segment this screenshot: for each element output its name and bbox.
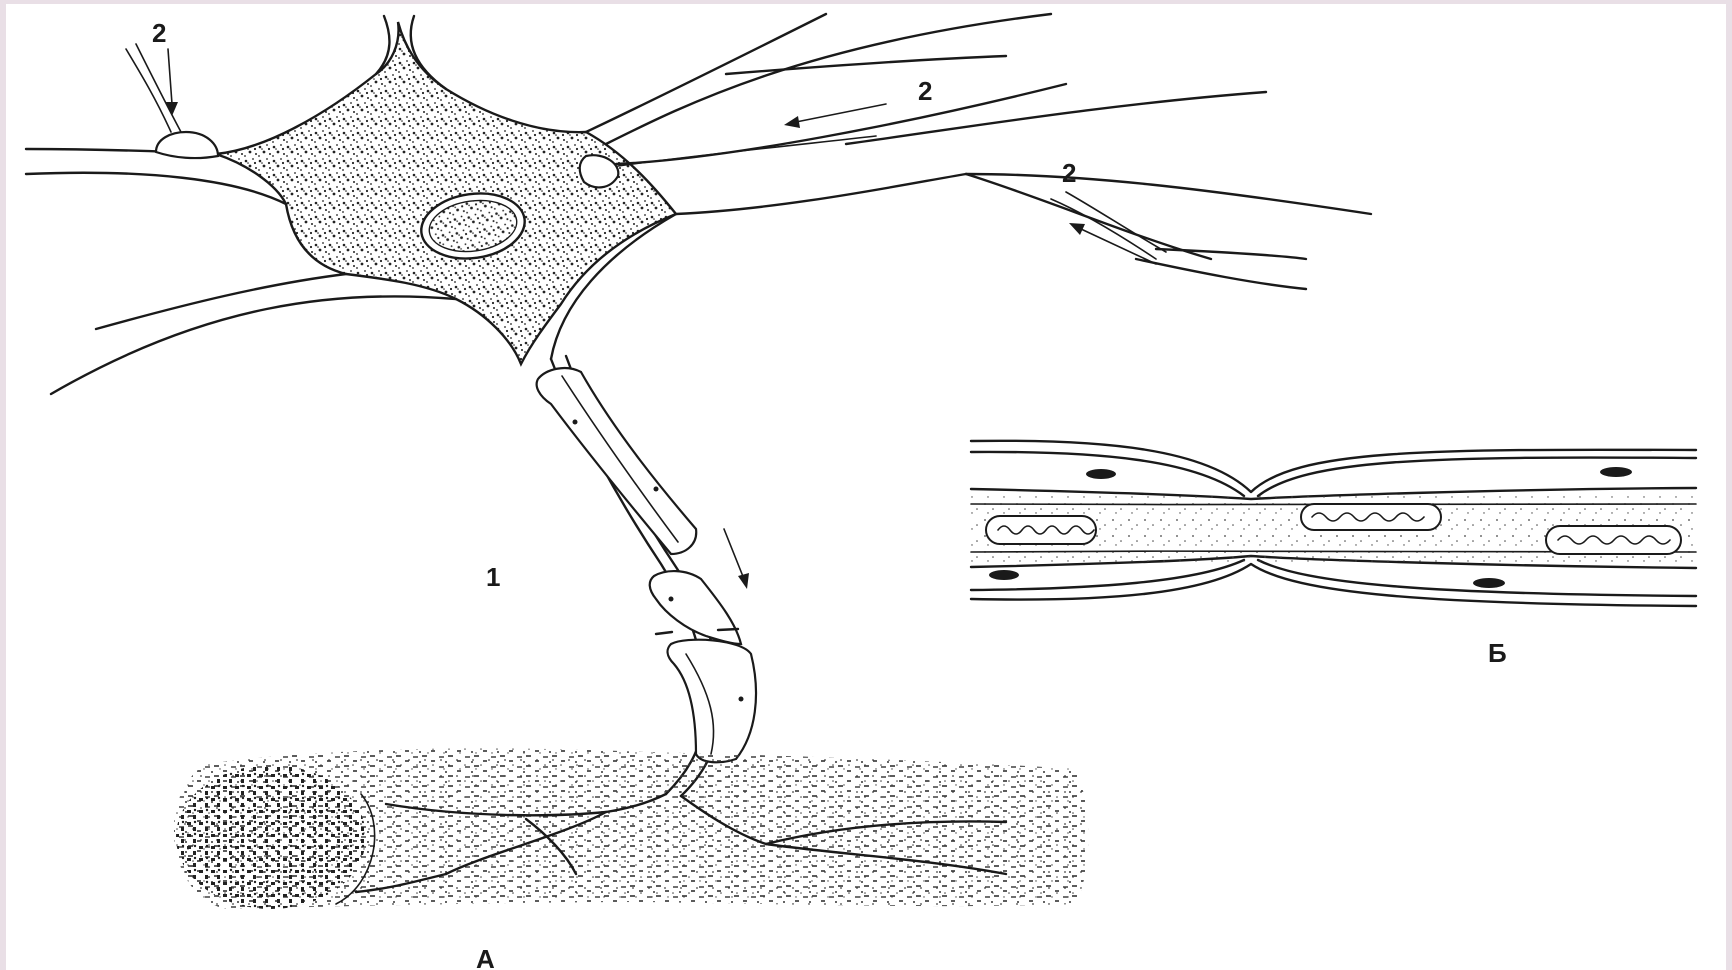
label-panel-a: А	[476, 946, 495, 970]
diagram-canvas	[6, 4, 1726, 970]
muscle-fiber	[174, 748, 1088, 909]
node-of-ranvier-diagram	[971, 441, 1696, 606]
label-axon: 1	[486, 564, 500, 590]
neuron-cell-body	[216, 22, 676, 364]
label-synapse-top-right: 2	[918, 78, 932, 104]
label-synapse-top-left: 2	[152, 20, 166, 46]
label-panel-b: Б	[1488, 640, 1507, 666]
label-synapse-right: 2	[1062, 160, 1076, 186]
dendrites	[26, 14, 1371, 394]
axon	[537, 356, 756, 796]
neuron-diagram: 2 2 2 1 А Б	[6, 4, 1726, 970]
